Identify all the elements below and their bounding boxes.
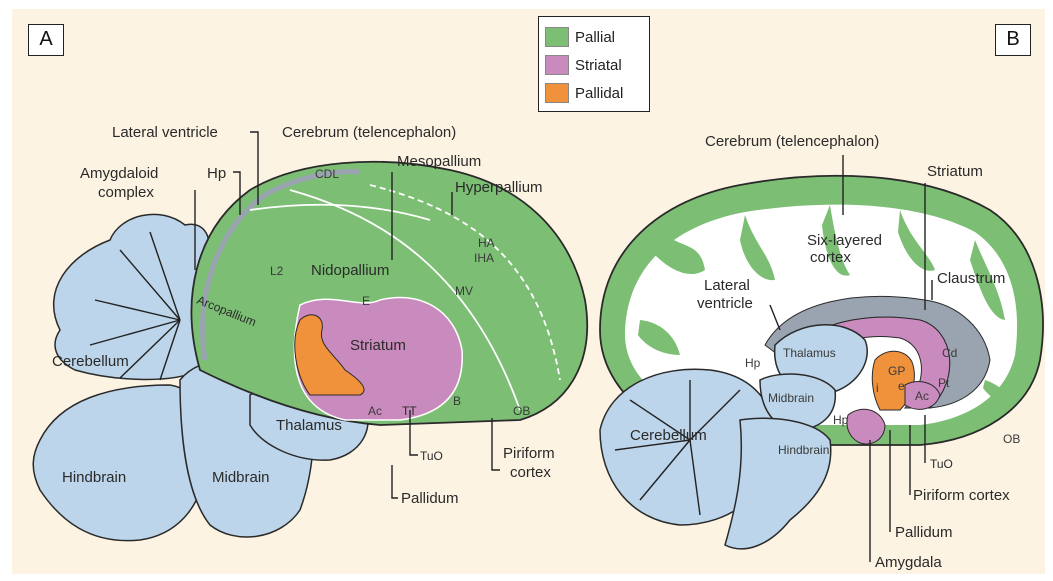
a-label-tt: TT xyxy=(402,404,417,418)
a-label-mesopallium: Mesopallium xyxy=(397,153,481,170)
a-label-piriform-2: cortex xyxy=(510,464,551,481)
b-label-midbrain: Midbrain xyxy=(768,391,814,405)
b-label-cerebrum: Cerebrum (telencephalon) xyxy=(705,133,879,150)
a-label-cdl: CDL xyxy=(315,167,339,181)
a-label-ac: Ac xyxy=(368,404,382,418)
b-label-cerebellum: Cerebellum xyxy=(630,427,707,444)
a-label-hp: Hp xyxy=(207,165,226,182)
b-label-cd: Cd xyxy=(942,346,957,360)
a-label-striatum: Striatum xyxy=(350,337,406,354)
a-label-piriform-1: Piriform xyxy=(503,445,555,462)
b-label-lateral-1: Lateral xyxy=(704,277,750,294)
a-label-cerebellum: Cerebellum xyxy=(52,353,129,370)
b-label-tuo: TuO xyxy=(930,457,953,471)
b-label-pallidum: Pallidum xyxy=(895,524,953,541)
a-label-iha: IHA xyxy=(474,251,494,265)
a-label-lateral-ventricle: Lateral ventricle xyxy=(112,124,218,141)
b-label-pt: Pt xyxy=(938,376,950,390)
a-label-amygdaloid-2: complex xyxy=(98,184,154,201)
b-label-hp: Hp xyxy=(745,356,761,370)
a-label-tuo: TuO xyxy=(420,449,443,463)
b-label-six-layered-1: Six-layered xyxy=(807,232,882,249)
a-label-l2: L2 xyxy=(270,264,284,278)
b-label-ac: Ac xyxy=(915,389,929,403)
b-label-i: i xyxy=(876,381,879,395)
b-label-amygdala: Amygdala xyxy=(875,554,942,571)
a-label-midbrain: Midbrain xyxy=(212,469,270,486)
b-label-claustrum: Claustrum xyxy=(937,270,1005,287)
b-label-lateral-2: ventricle xyxy=(697,295,753,312)
a-label-mv: MV xyxy=(455,284,473,298)
b-label-hp2: Hp xyxy=(833,413,849,427)
a-label-b: B xyxy=(453,394,461,408)
a-label-hyperpallium: Hyperpallium xyxy=(455,179,543,196)
b-label-six-layered-2: cortex xyxy=(810,249,851,266)
a-label-nidopallium: Nidopallium xyxy=(311,262,389,279)
b-label-ob: OB xyxy=(1003,432,1020,446)
panel-a-drawing: Lateral ventricle Cerebrum (telencephalo… xyxy=(33,124,587,541)
a-label-ob: OB xyxy=(513,404,530,418)
a-label-ha: HA xyxy=(478,236,495,250)
a-label-amygdaloid-1: Amygdaloid xyxy=(80,165,158,182)
b-label-gp: GP xyxy=(888,364,905,378)
b-label-e: e xyxy=(898,379,905,393)
panel-b-drawing: Cerebrum (telencephalon) Striatum Six-la… xyxy=(600,133,1043,571)
b-label-striatum: Striatum xyxy=(927,163,983,180)
a-label-hindbrain: Hindbrain xyxy=(62,469,126,486)
a-label-pallidum: Pallidum xyxy=(401,490,459,507)
b-hindbrain-shape xyxy=(725,418,831,549)
b-label-thalamus: Thalamus xyxy=(783,346,836,360)
a-label-e: E xyxy=(362,294,370,308)
a-label-cerebrum: Cerebrum (telencephalon) xyxy=(282,124,456,141)
b-label-piriform: Piriform cortex xyxy=(913,487,1010,504)
a-label-thalamus: Thalamus xyxy=(276,417,342,434)
b-label-hindbrain: Hindbrain xyxy=(778,443,829,457)
